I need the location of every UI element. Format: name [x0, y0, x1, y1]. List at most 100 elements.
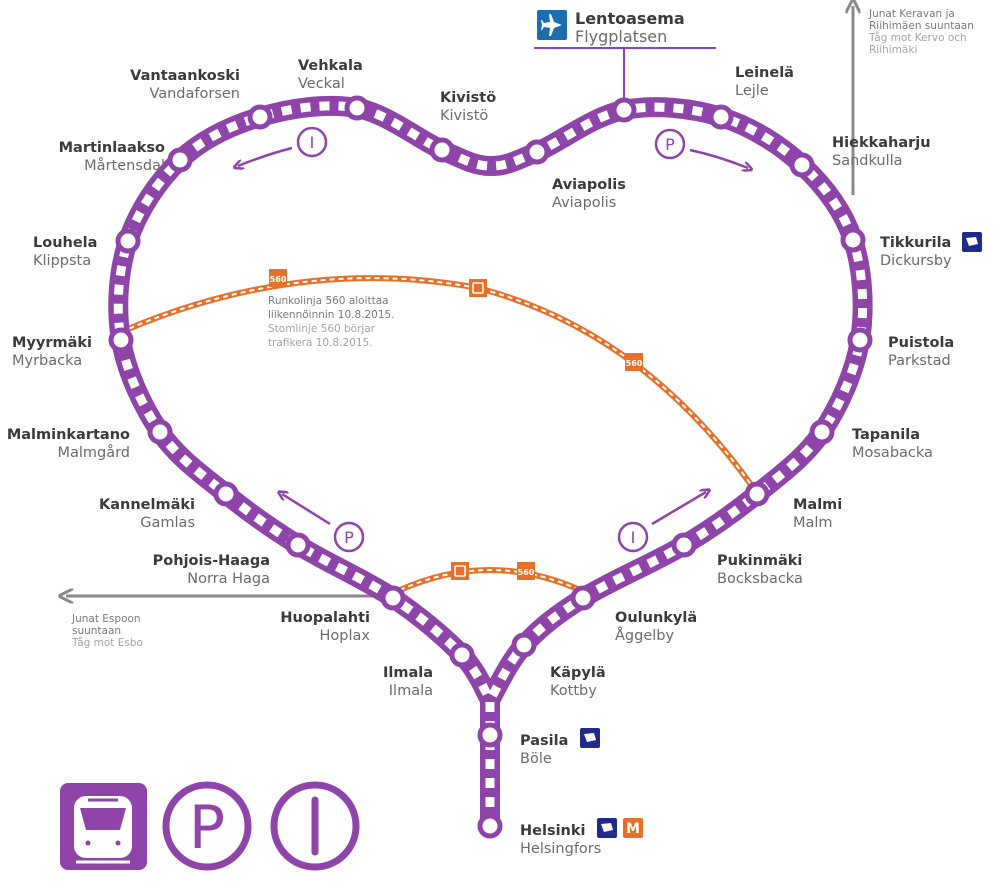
- station-marker[interactable]: [744, 481, 770, 507]
- info-marker-west: I: [238, 126, 328, 166]
- station-marker[interactable]: [247, 104, 273, 130]
- bus-stop-560-3: 560: [517, 562, 535, 580]
- rail-track: [108, 95, 873, 826]
- station-marker[interactable]: [285, 532, 311, 558]
- station-marker[interactable]: [524, 139, 550, 165]
- station-name-sv: Malmgård: [57, 444, 130, 461]
- station-name-fi: Kannelmäki: [99, 497, 195, 513]
- train-connection-icon: [597, 818, 617, 838]
- station-name-sv: Helsingfors: [520, 841, 601, 857]
- station-name-sv: Vandaforsen: [149, 86, 240, 102]
- station-marker[interactable]: [477, 813, 503, 839]
- station-name-sv: Lejle: [735, 83, 769, 99]
- station-marker[interactable]: [477, 722, 503, 748]
- station-name-fi: Oulunkylä: [615, 610, 697, 626]
- airport-name-fi: Lentoasema: [575, 9, 685, 28]
- station-name-sv: Mosabacka: [852, 445, 933, 461]
- station-marker[interactable]: [671, 532, 697, 558]
- station-name-fi: Huopalahti: [280, 610, 370, 626]
- info-marker-southeast: I: [617, 492, 706, 553]
- north-note-sv2: Riihimäki: [869, 44, 917, 56]
- station-name-fi: Malmi: [793, 497, 842, 513]
- park-marker-east: P: [654, 128, 748, 168]
- park-marker-southwest: P: [282, 494, 365, 553]
- station-name-fi: Tikkurila: [880, 235, 951, 251]
- info-symbol: I: [631, 528, 636, 547]
- station-marker[interactable]: [511, 632, 537, 658]
- bus-note: Runkolinja 560 aloittaa liikennöinnin 10…: [268, 295, 395, 349]
- station-name-sv: Bocksbacka: [717, 571, 803, 587]
- station-name-sv: Mårtensdal: [84, 157, 165, 174]
- north-direction-note: Junat Keravan ja Riihimäen suuntaan Tåg …: [868, 8, 974, 56]
- legend-park-icon: P: [162, 781, 252, 871]
- station-name-sv: Kottby: [550, 683, 597, 699]
- station-name-sv: Ilmala: [389, 683, 433, 699]
- bus-line-560: [119, 275, 755, 593]
- station-marker[interactable]: [789, 152, 815, 178]
- train-connection-icon: [962, 232, 982, 252]
- metro-icon: M: [623, 818, 643, 838]
- station-marker[interactable]: [147, 419, 173, 445]
- bus-number: 560: [518, 568, 535, 577]
- station-marker[interactable]: [429, 137, 455, 163]
- station-name-fi: Aviapolis: [552, 177, 626, 193]
- station-marker[interactable]: [847, 327, 873, 353]
- metro-label: M: [626, 821, 640, 837]
- station-marker[interactable]: [108, 327, 134, 353]
- station-marker[interactable]: [809, 419, 835, 445]
- station-name-sv: Gamlas: [140, 515, 195, 531]
- station-marker[interactable]: [570, 585, 596, 611]
- station-name-fi: Louhela: [33, 235, 97, 251]
- north-note-fi1: Junat Keravan ja: [868, 8, 955, 20]
- station-marker[interactable]: [449, 642, 475, 668]
- airport-name-sv: Flygplatsen: [575, 27, 667, 46]
- bus-note-fi2: liikennöinnin 10.8.2015.: [268, 309, 395, 321]
- bus-note-fi1: Runkolinja 560 aloittaa: [268, 295, 389, 307]
- station-name-fi: Hiekkaharju: [832, 135, 931, 151]
- west-note-sv1: Tåg mot Esbo: [71, 636, 143, 649]
- legend-train-icon: [60, 783, 147, 870]
- station-marker[interactable]: [380, 585, 406, 611]
- station-lentoasema[interactable]: [611, 97, 637, 123]
- station-marker[interactable]: [213, 481, 239, 507]
- station-name-fi: Tapanila: [852, 427, 920, 443]
- station-name-fi: Ilmala: [383, 665, 433, 681]
- station-marker[interactable]: [708, 104, 734, 130]
- station-name-sv: Klippsta: [33, 253, 91, 269]
- station-name-sv: Veckal: [298, 76, 345, 92]
- station-marker[interactable]: [840, 227, 866, 253]
- station-name-sv: Åggelby: [615, 627, 674, 644]
- bus-stop-560-1: 560: [269, 269, 287, 287]
- station-name-sv: Parkstad: [888, 353, 951, 369]
- station-name-sv: Hoplax: [320, 628, 371, 644]
- station-marker[interactable]: [344, 95, 370, 121]
- station-marker[interactable]: [167, 147, 193, 173]
- station-name-fi: Pasila: [520, 733, 568, 749]
- station-marker[interactable]: [115, 228, 141, 254]
